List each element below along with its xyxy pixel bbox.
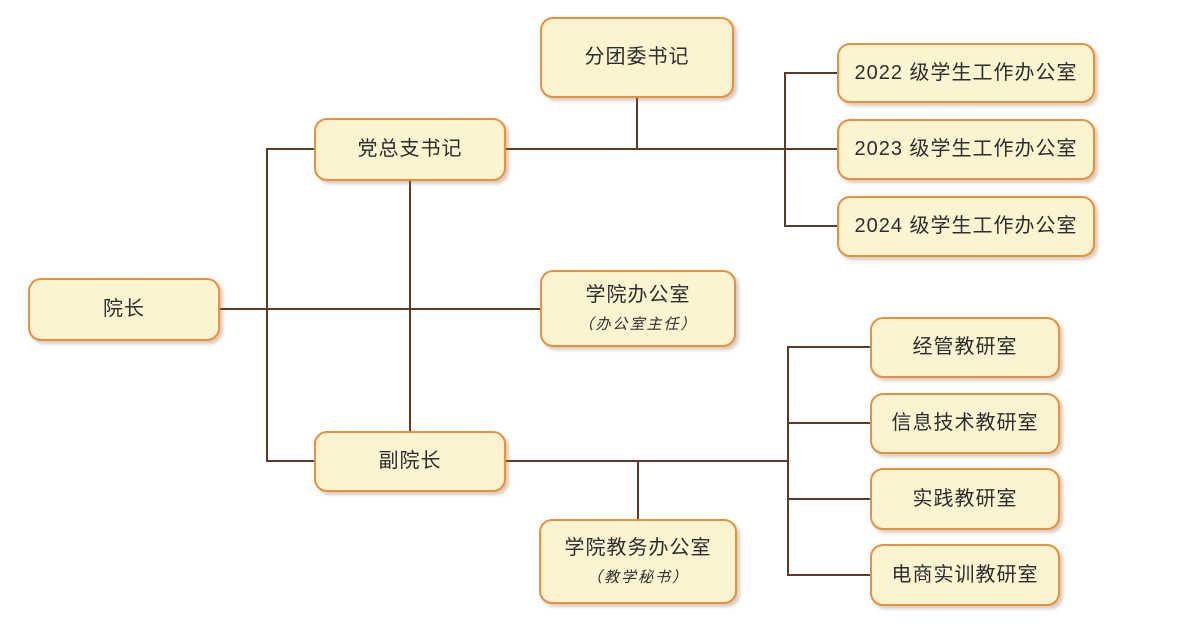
connector-to-practice-section (787, 498, 870, 500)
node-ecommerce-training-section-label: 电商实训教研室 (891, 563, 1039, 586)
node-grade-2024-office-label: 2024 级学生工作办公室 (854, 215, 1078, 237)
node-practice-section: 实践教研室 (870, 468, 1060, 530)
node-grade-2023-office: 2023 级学生工作办公室 (837, 119, 1095, 180)
node-dean-label: 院长 (103, 298, 145, 320)
node-ecommerce-training-section: 电商实训教研室 (870, 544, 1060, 606)
node-party-secretary: 党总支书记 (314, 118, 506, 181)
connector-grade-offices-vertical (784, 72, 786, 227)
node-practice-section-label: 实践教研室 (912, 487, 1018, 510)
connector-dean-branch-vertical (266, 148, 268, 462)
node-dean: 院长 (28, 278, 220, 341)
node-party-secretary-label: 党总支书记 (357, 138, 463, 160)
connector-dean-to-college-office (220, 308, 540, 310)
connector-party-to-vice-vertical (409, 181, 411, 431)
node-vice-dean-label: 副院长 (378, 450, 442, 472)
connector-to-party-secretary (266, 148, 314, 150)
node-grade-2022-office-label: 2022 级学生工作办公室 (854, 61, 1078, 84)
node-college-office-subtitle: （办公室主任） (578, 315, 698, 333)
connector-academic-office-drop (637, 460, 639, 520)
connector-sections-vertical (787, 346, 789, 576)
node-college-office-label: 学院办公室 (585, 284, 691, 306)
node-grade-2022-office: 2022 级学生工作办公室 (837, 43, 1095, 103)
connector-party-to-grade-offices (506, 148, 837, 150)
connector-to-ecommerce-section (787, 574, 870, 576)
node-academic-affairs-office: 学院教务办公室 （教学秘书） (539, 519, 737, 604)
node-youth-league-secretary-label: 分团委书记 (584, 46, 690, 68)
connector-youth-league-drop (636, 98, 638, 149)
node-info-tech-section: 信息技术教研室 (870, 393, 1060, 454)
node-academic-affairs-office-subtitle: （教学秘书） (586, 568, 689, 586)
node-academic-affairs-office-label: 学院教务办公室 (564, 537, 712, 559)
connector-to-grade-2022 (784, 72, 837, 74)
connector-to-vice-dean (266, 460, 314, 462)
node-econ-mgmt-section: 经管教研室 (870, 317, 1060, 378)
connector-to-grade-2024 (784, 225, 837, 227)
node-vice-dean: 副院长 (314, 431, 506, 492)
node-grade-2023-office-label: 2023 级学生工作办公室 (854, 138, 1078, 160)
node-econ-mgmt-section-label: 经管教研室 (912, 336, 1018, 358)
node-info-tech-section-label: 信息技术教研室 (891, 412, 1039, 434)
node-college-office: 学院办公室 （办公室主任） (540, 270, 736, 347)
connector-to-infotech-section (787, 422, 870, 424)
connector-vice-to-sections (506, 460, 789, 462)
node-youth-league-secretary: 分团委书记 (540, 17, 734, 98)
node-grade-2024-office: 2024 级学生工作办公室 (837, 196, 1095, 257)
connector-to-econ-section (787, 346, 870, 348)
